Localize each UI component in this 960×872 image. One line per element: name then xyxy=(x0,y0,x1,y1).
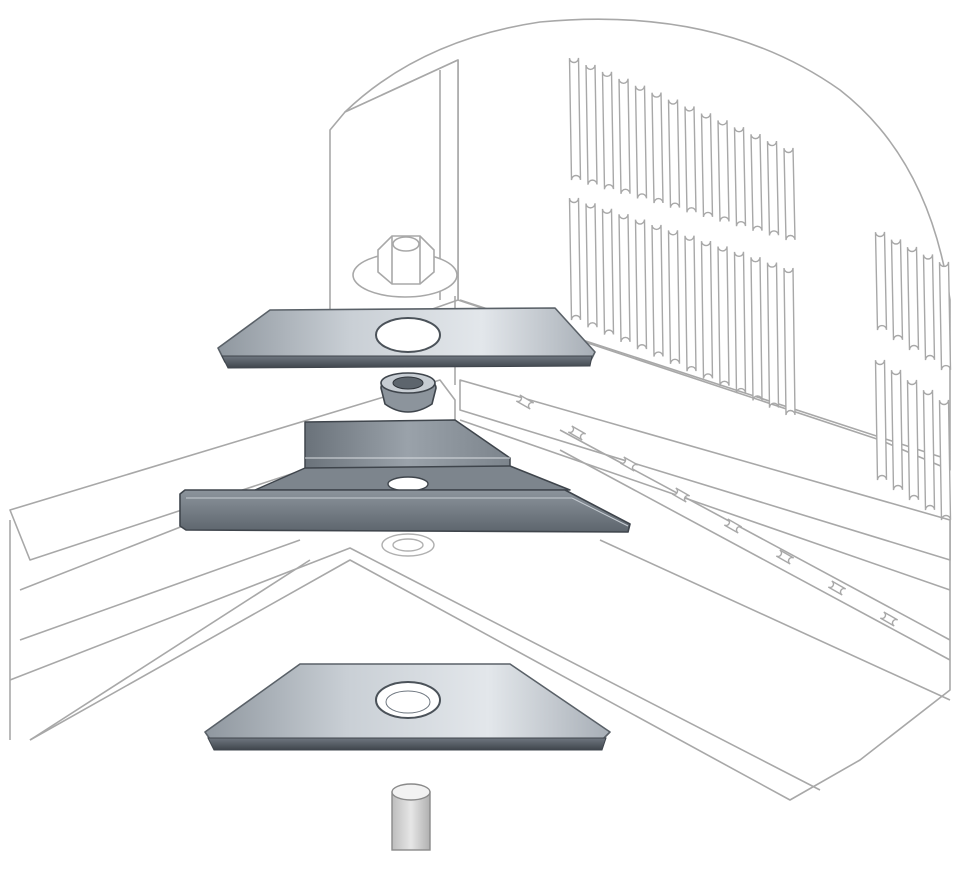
vent-slot xyxy=(684,235,697,372)
vent-slot xyxy=(890,369,904,491)
vent-slot xyxy=(906,379,920,501)
vent-slot xyxy=(651,92,664,204)
vent-slot xyxy=(783,267,796,416)
leveling-foot-stud-icon xyxy=(391,783,431,851)
vent-slot xyxy=(938,399,952,521)
vent-slot xyxy=(667,230,681,365)
vent-slot xyxy=(667,99,681,208)
vent-slot xyxy=(601,208,615,335)
vent-slot xyxy=(938,261,952,371)
vent-slot xyxy=(750,133,763,231)
vent-slot xyxy=(906,246,920,351)
vent-slot xyxy=(634,219,648,350)
base-hole-icon xyxy=(381,533,435,557)
bottom-gusset-plate-icon xyxy=(204,663,611,751)
vent-slot xyxy=(618,213,631,343)
rail-slot xyxy=(723,518,743,534)
vent-slot xyxy=(568,57,582,181)
vent-slot xyxy=(717,120,730,222)
vent-slots-icon xyxy=(568,57,952,521)
vent-slot xyxy=(568,197,582,321)
vent-slot xyxy=(783,147,796,241)
vent-slot xyxy=(922,254,936,361)
vent-slot xyxy=(890,239,904,341)
vent-slot xyxy=(874,359,888,481)
vent-slot xyxy=(700,113,714,218)
vent-slot xyxy=(766,262,780,408)
vent-slot xyxy=(874,231,888,331)
rail-slot xyxy=(671,487,691,503)
vent-slot xyxy=(651,224,664,357)
grommet-icon xyxy=(380,372,437,413)
vent-slot xyxy=(750,257,763,401)
vent-slot xyxy=(601,71,615,190)
vent-slot xyxy=(733,251,747,394)
vent-slot xyxy=(585,64,598,185)
vent-slot xyxy=(922,389,936,511)
vent-slot xyxy=(700,240,714,379)
vent-slot xyxy=(618,78,631,195)
vent-slot xyxy=(717,246,730,386)
vent-slot xyxy=(733,127,747,227)
vent-slot xyxy=(585,203,598,328)
top-gusset-plate-icon xyxy=(217,307,596,369)
cabinet-corner-icon xyxy=(9,18,951,801)
vent-slot xyxy=(766,140,780,236)
vent-slot xyxy=(634,85,648,199)
hex-nut-icon xyxy=(352,235,458,298)
vent-slot xyxy=(684,106,697,213)
corner-bracket-icon xyxy=(179,419,631,533)
rail-slot xyxy=(775,549,795,565)
